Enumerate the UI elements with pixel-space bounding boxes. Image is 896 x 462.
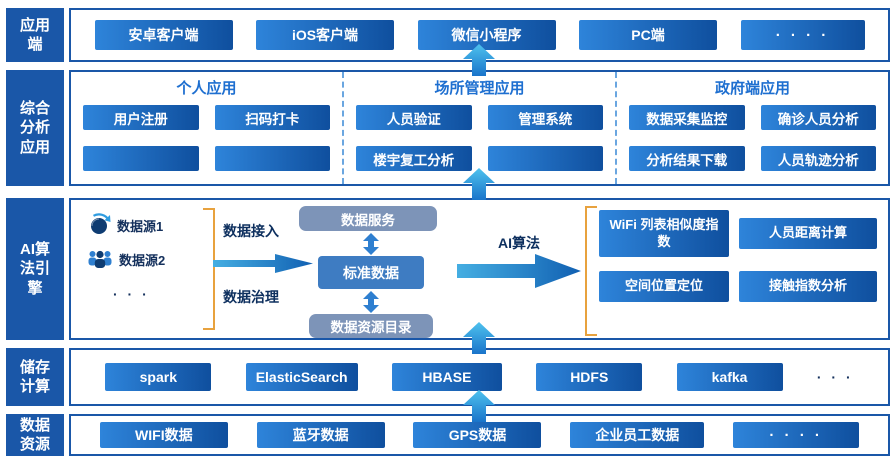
layer-analysis-label: 综合分析应用 [6, 70, 64, 186]
layer-data: 数据资源 WIFI数据 蓝牙数据 GPS数据 企业员工数据 · · · · [6, 414, 890, 456]
storage-spark-box: spark [105, 363, 212, 391]
data-bluetooth-box: 蓝牙数据 [256, 422, 385, 448]
layer-application-label: 应用端 [6, 8, 64, 62]
data-employee-box: 企业员工数据 [570, 422, 705, 448]
data-source-more-dots: · · · [113, 286, 150, 302]
data-catalog-box: 数据资源目录 [309, 314, 433, 338]
layer-analysis-content: 个人应用 用户注册 扫码打卡 场所管理应用 人员验证 管理系统 楼宇复工分析 [69, 70, 890, 186]
up-arrow [463, 44, 495, 76]
up-arrow [463, 168, 495, 200]
output-position-box: 空间位置定位 [599, 271, 729, 302]
data-access-label: 数据接入 [223, 223, 279, 239]
output-contact-box: 接触指数分析 [739, 271, 877, 302]
data-more-box: · · · · [733, 422, 860, 448]
storage-elasticsearch-box: ElasticSearch [245, 363, 358, 391]
layer-data-label: 数据资源 [6, 414, 64, 456]
layer-ai-label-text: AI算法引擎 [19, 240, 50, 297]
up-arrow [463, 390, 495, 422]
output-distance-box: 人员距离计算 [739, 218, 877, 249]
data-service-box: 数据服务 [299, 206, 437, 231]
personal-box-register: 用户注册 [83, 105, 199, 130]
personal-box-empty-1 [83, 146, 199, 171]
section-government-grid: 数据采集监控 确诊人员分析 分析结果下载 人员轨迹分析 [629, 105, 876, 175]
sources-group-bracket [203, 208, 215, 330]
app-wechat-box: 微信小程序 [417, 20, 556, 50]
standard-data-box: 标准数据 [318, 256, 424, 289]
people-group-icon [88, 250, 112, 268]
layer-ai-content: 数据源1 数据源2 · · · 数据接入 数据治理 数据服务 [69, 198, 890, 340]
layer-analysis-label-text: 综合分析应用 [19, 99, 50, 156]
layer-storage-label: 储存计算 [6, 348, 64, 406]
storage-kafka-box: kafka [676, 363, 783, 391]
layer-application: 应用端 安卓客户端 iOS客户端 微信小程序 PC端 · · · · [6, 8, 890, 62]
storage-more-dots: · · · [816, 369, 854, 385]
venue-box-empty [487, 146, 603, 171]
up-arrow [463, 322, 495, 354]
layer-ai-engine: AI算法引擎 数据源1 数据源2 · · · [6, 198, 890, 340]
globe-data-icon [91, 213, 111, 234]
section-venue-apps: 场所管理应用 人员验证 管理系统 楼宇复工分析 [342, 72, 615, 184]
data-source-1: 数据源1 [87, 213, 163, 237]
section-venue-grid: 人员验证 管理系统 楼宇复工分析 [356, 105, 603, 175]
gov-box-download: 分析结果下载 [629, 146, 745, 171]
section-venue-title: 场所管理应用 [434, 80, 525, 97]
data-governance-label: 数据治理 [223, 289, 279, 305]
layer-data-label-text: 数据资源 [19, 416, 50, 454]
layer-storage-label-text: 储存计算 [19, 358, 50, 396]
app-ios-box: iOS客户端 [256, 20, 394, 50]
double-arrow-icon [363, 291, 379, 313]
personal-box-empty-2 [214, 146, 330, 171]
data-gps-box: GPS数据 [413, 422, 542, 448]
layer-storage: 储存计算 spark ElasticSearch HBASE HDFS kafk… [6, 348, 890, 406]
storage-hdfs-box: HDFS [536, 363, 643, 391]
layer-analysis: 综合分析应用 个人应用 用户注册 扫码打卡 场所管理应用 人员验证 管理系统 楼… [6, 70, 890, 186]
app-android-box: 安卓客户端 [94, 20, 233, 50]
layer-application-label-text: 应用端 [19, 16, 50, 54]
data-source-2: 数据源2 [87, 249, 165, 270]
app-pc-box: PC端 [579, 20, 717, 50]
venue-box-verify: 人员验证 [356, 105, 472, 130]
data-wifi-box: WIFI数据 [99, 422, 228, 448]
gov-box-trajectory: 人员轨迹分析 [760, 146, 876, 171]
section-government-apps: 政府端应用 数据采集监控 确诊人员分析 分析结果下载 人员轨迹分析 [615, 72, 888, 184]
section-personal-apps: 个人应用 用户注册 扫码打卡 [71, 72, 342, 184]
double-arrow-icon [363, 233, 379, 255]
section-personal-title: 个人应用 [176, 80, 237, 97]
data-source-1-label: 数据源1 [117, 218, 164, 234]
storage-hbase-box: HBASE [391, 363, 502, 391]
section-personal-grid: 用户注册 扫码打卡 [83, 105, 330, 175]
ai-algorithm-label: AI算法 [498, 235, 540, 251]
layer-ai-label: AI算法引擎 [6, 198, 64, 340]
data-source-2-label: 数据源2 [119, 253, 166, 268]
venue-box-building: 楼宇复工分析 [356, 146, 472, 171]
gov-box-confirmed: 确诊人员分析 [760, 105, 876, 130]
personal-box-scan: 扫码打卡 [214, 105, 330, 130]
section-government-title: 政府端应用 [714, 80, 790, 97]
ingest-flow-arrow [213, 254, 313, 273]
ai-flow-arrow [457, 254, 581, 288]
venue-box-system: 管理系统 [487, 105, 603, 130]
app-more-box: · · · · [740, 20, 865, 50]
gov-box-collect: 数据采集监控 [629, 105, 745, 130]
output-wifi-similarity-box: WiFi 列表相似度指数 [599, 210, 729, 257]
outputs-group-bracket [585, 206, 597, 336]
layer-application-content: 安卓客户端 iOS客户端 微信小程序 PC端 · · · · [69, 8, 890, 62]
